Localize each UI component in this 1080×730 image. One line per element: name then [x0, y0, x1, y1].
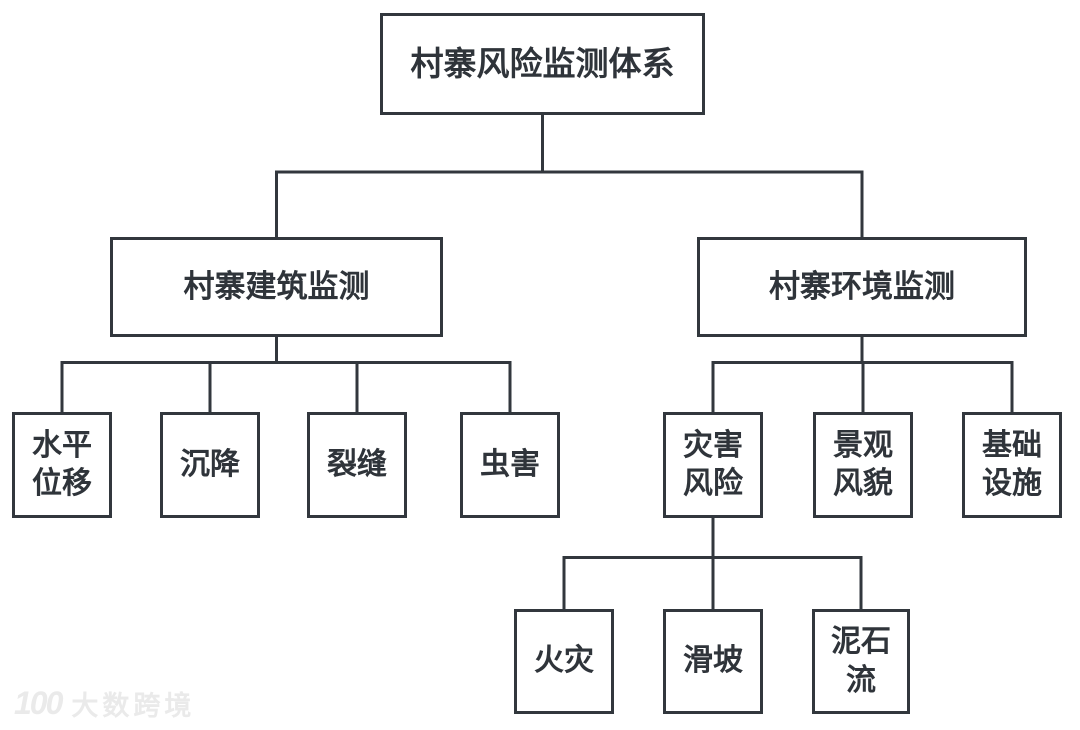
node-label: 水平位移	[32, 428, 92, 500]
node-label: 滑坡	[683, 644, 743, 678]
connector-building-to-children	[60, 335, 512, 414]
node-settlement: 沉降	[160, 412, 260, 518]
node-fire: 火灾	[514, 609, 614, 714]
node-horizontal-displacement: 水平位移	[12, 412, 112, 518]
node-label: 基础设施	[982, 428, 1042, 500]
node-disaster-risk: 灾害风险	[663, 412, 763, 518]
connector-environment-to-children	[711, 335, 1014, 414]
node-label: 村寨风险监测体系	[410, 44, 675, 82]
watermark-logo-icon: 100	[14, 685, 63, 721]
watermark: 100 大数跨境	[14, 684, 195, 723]
node-landslide: 滑坡	[663, 609, 763, 714]
node-village-risk-monitoring-system: 村寨风险监测体系	[380, 13, 705, 115]
node-village-building-monitoring: 村寨建筑监测	[110, 237, 443, 337]
node-label: 沉降	[180, 447, 240, 481]
node-village-environment-monitoring: 村寨环境监测	[697, 237, 1027, 337]
watermark-text: 大数跨境	[71, 691, 196, 721]
connector-disaster-to-children	[562, 516, 863, 611]
node-label: 灾害风险	[683, 428, 743, 500]
node-label: 泥石流	[831, 625, 891, 697]
node-debris-flow: 泥石流	[812, 609, 910, 714]
node-label: 火灾	[534, 644, 594, 678]
node-label: 景观风貌	[833, 428, 893, 500]
node-label: 村寨环境监测	[769, 269, 955, 305]
node-landscape-appearance: 景观风貌	[813, 412, 913, 518]
node-label: 村寨建筑监测	[183, 269, 370, 305]
node-cracks: 裂缝	[307, 412, 407, 518]
connector-root-to-level2	[275, 113, 864, 239]
node-label: 裂缝	[327, 447, 387, 481]
node-infrastructure: 基础设施	[962, 412, 1062, 518]
node-label: 虫害	[480, 447, 540, 481]
node-insect-damage: 虫害	[460, 412, 560, 518]
